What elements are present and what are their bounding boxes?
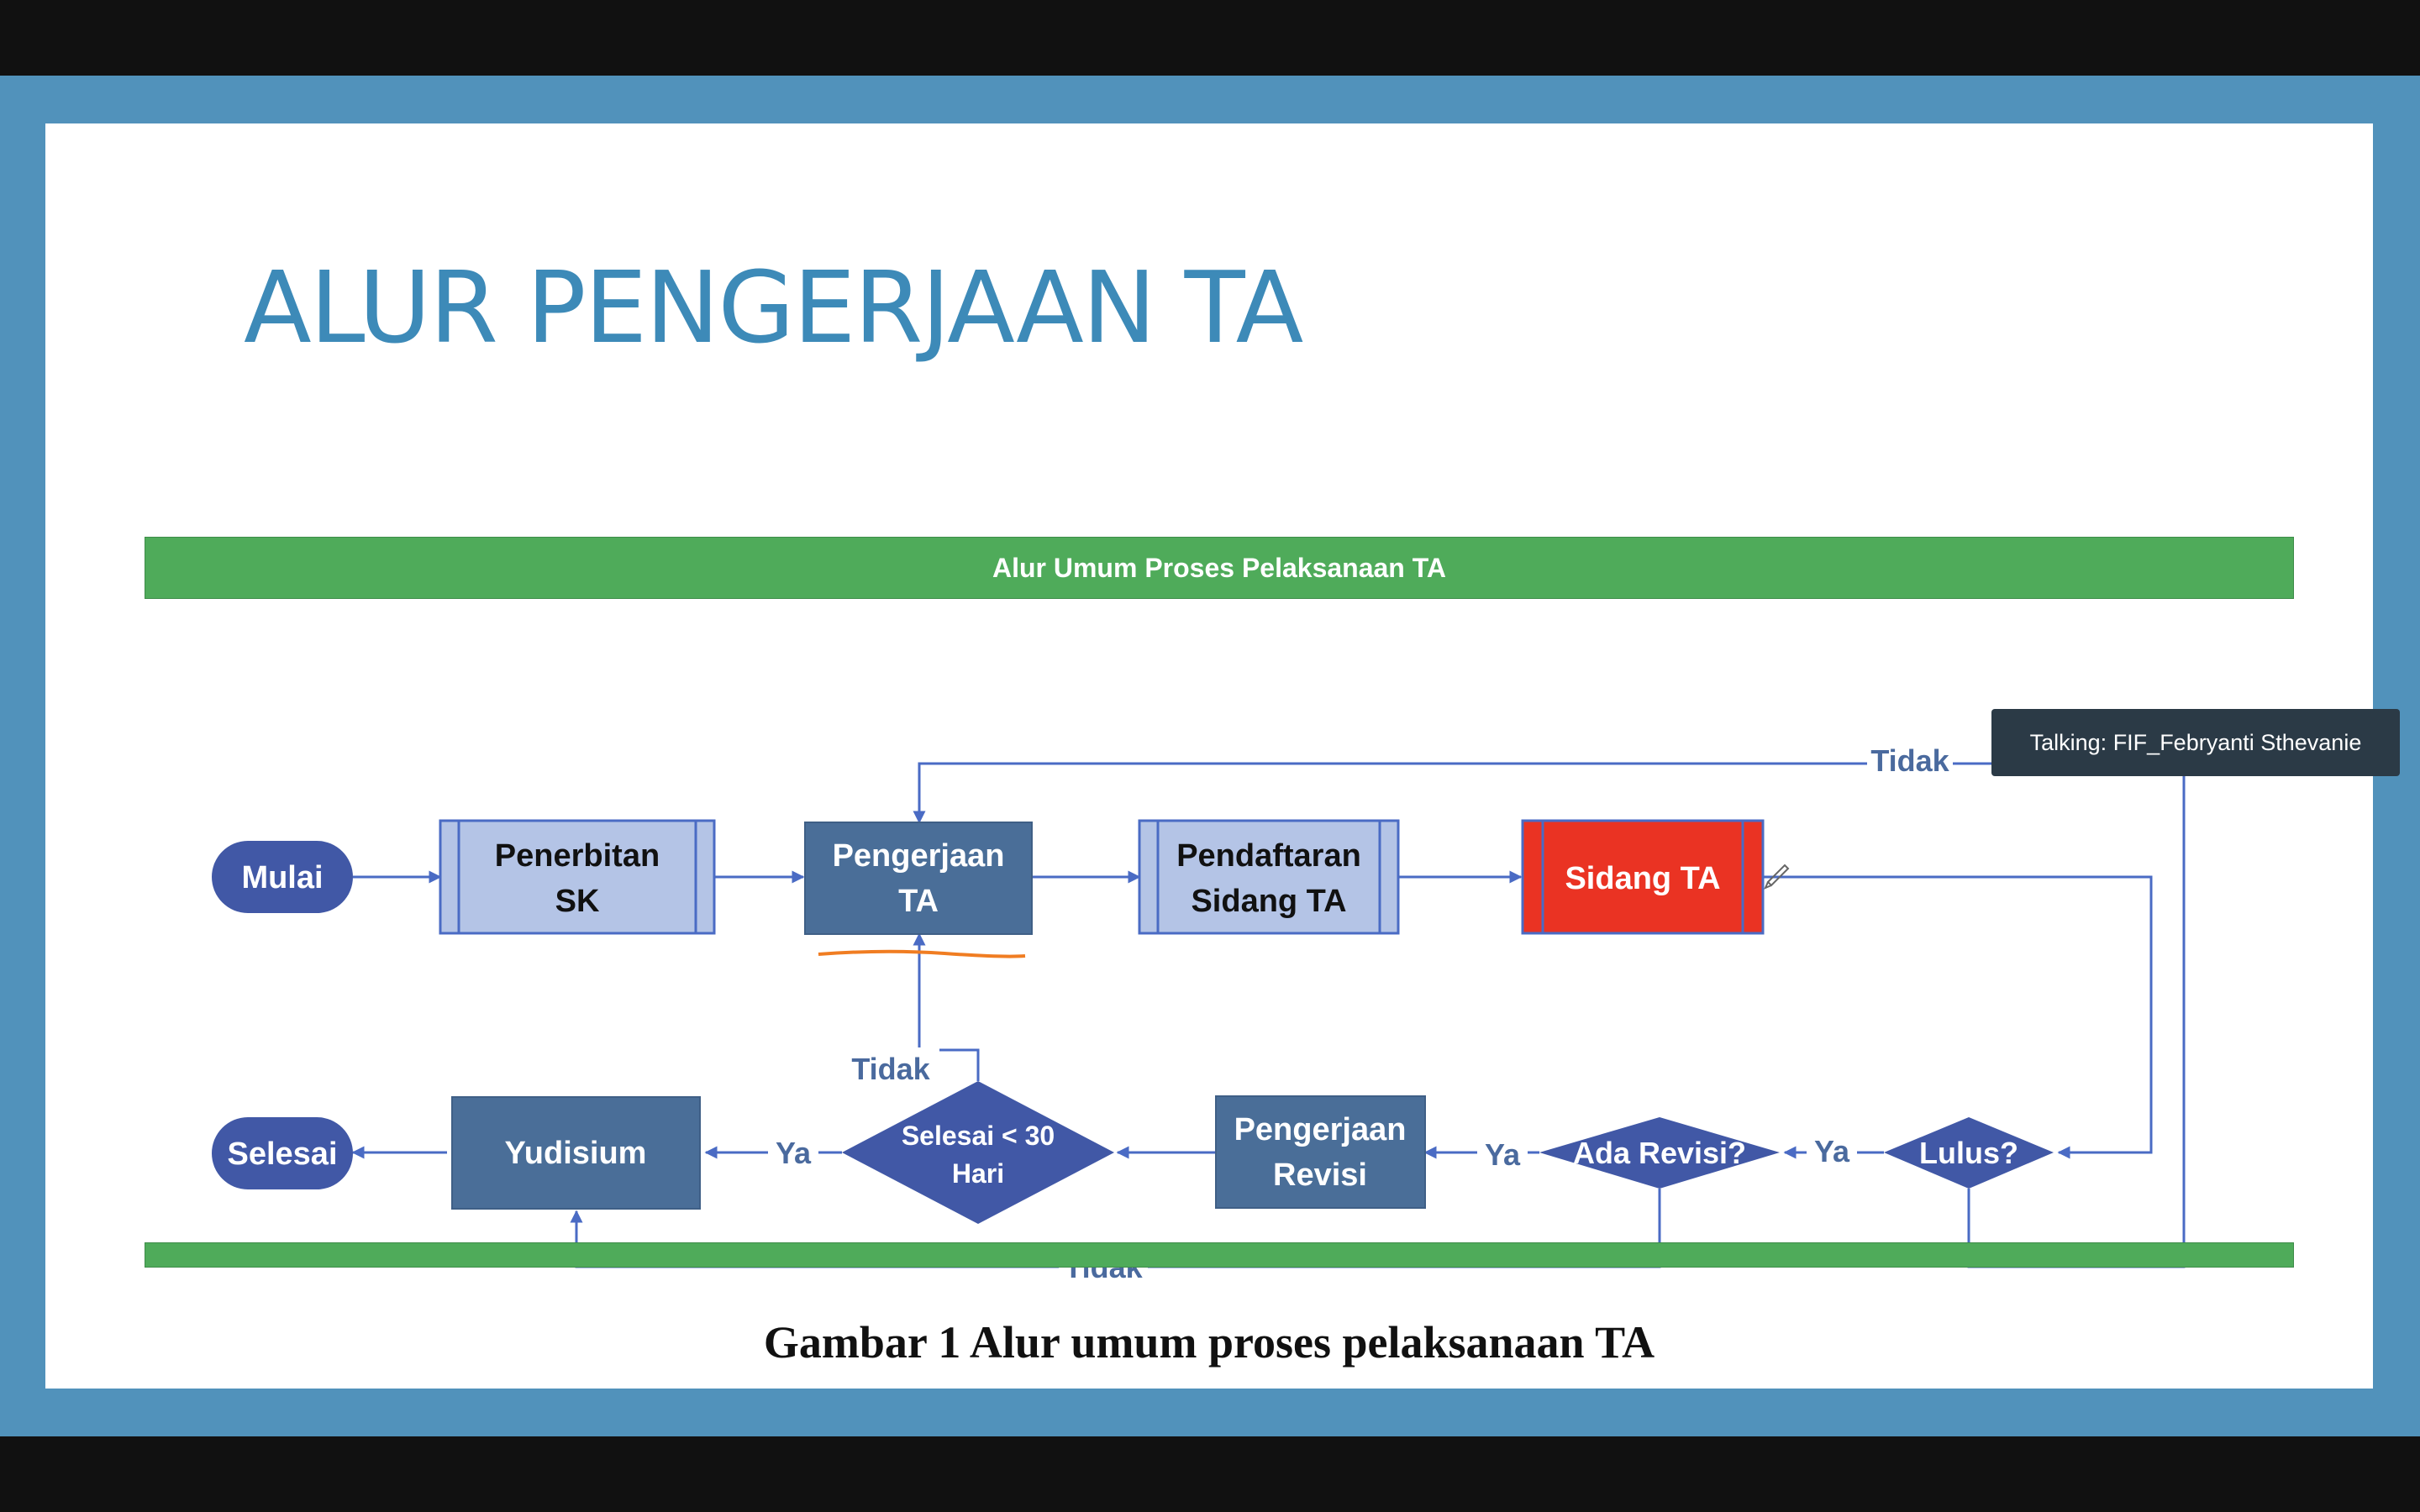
flow-header-bar: Alur Umum Proses Pelaksanaan TA bbox=[145, 537, 2294, 599]
flow-footer-bar bbox=[145, 1242, 2294, 1268]
figure-caption: Gambar 1 Alur umum proses pelaksanaan TA bbox=[763, 1317, 1655, 1368]
node-pengerjaan-revisi: Pengerjaan Revisi bbox=[1215, 1095, 1426, 1209]
node-pendaftaran-sidang: Pendaftaran Sidang TA bbox=[1138, 819, 1400, 935]
node-pengerjaan-revisi-label-1: Pengerjaan bbox=[1234, 1112, 1407, 1147]
arrow-sidang-lulus bbox=[1764, 875, 2153, 1159]
node-penerbitan-sk: Penerbitan SK bbox=[439, 819, 716, 935]
label-ya-selesai: Ya bbox=[776, 1136, 812, 1170]
node-sidang-ta: Sidang TA bbox=[1521, 819, 1765, 935]
node-pengerjaan-ta: Pengerjaan TA bbox=[804, 822, 1033, 935]
node-lulus: Lulus? bbox=[1884, 1117, 2054, 1189]
node-yudisium: Yudisium bbox=[451, 1096, 701, 1210]
node-sidang-ta-label: Sidang TA bbox=[1565, 861, 1720, 896]
node-penerbitan-label-1: Penerbitan bbox=[495, 838, 660, 874]
slide-title: ALUR PENGERJAAN TA bbox=[244, 249, 1303, 365]
slide: ALUR PENGERJAAN TA Alur Umum Proses Pela… bbox=[45, 123, 2373, 1389]
node-ada-revisi-label: Ada Revisi? bbox=[1573, 1136, 1746, 1170]
arrow-selesai30-tidak-pengerjaan bbox=[913, 932, 980, 1081]
node-pendaftaran-label-1: Pendaftaran bbox=[1176, 838, 1361, 874]
label-ya-revisi: Ya bbox=[1485, 1137, 1521, 1172]
talking-indicator: Talking: FIF_Febryanti Sthevanie bbox=[1991, 709, 2400, 776]
label-ya-lulus: Ya bbox=[1814, 1134, 1850, 1168]
node-yudisium-label: Yudisium bbox=[505, 1136, 647, 1171]
node-pengerjaan-ta-label-1: Pengerjaan bbox=[833, 838, 1005, 874]
node-penerbitan-label-2: SK bbox=[555, 884, 600, 919]
node-selesai-label: Selesai bbox=[228, 1137, 338, 1172]
node-lulus-label: Lulus? bbox=[1919, 1136, 2018, 1170]
node-mulai-label: Mulai bbox=[241, 860, 323, 895]
pen-cursor-icon bbox=[1764, 864, 1790, 890]
node-selesai: Selesai bbox=[212, 1117, 353, 1189]
node-ada-revisi: Ada Revisi? bbox=[1539, 1117, 1780, 1189]
annotation-underline bbox=[818, 949, 1026, 958]
node-mulai: Mulai bbox=[212, 841, 353, 913]
node-pengerjaan-revisi-label-2: Revisi bbox=[1273, 1158, 1367, 1193]
node-selesai30-label-2: Hari bbox=[952, 1158, 1004, 1189]
node-selesai-30-hari: Selesai < 30 Hari bbox=[842, 1081, 1114, 1224]
flowchart: Tidak Tidak Tidak Ya Ya Ya Mulai Penerbi… bbox=[212, 742, 2186, 1287]
node-pendaftaran-label-2: Sidang TA bbox=[1191, 884, 1346, 919]
label-tidak-top: Tidak bbox=[1870, 743, 1949, 778]
label-tidak-mid: Tidak bbox=[851, 1052, 930, 1086]
node-pengerjaan-ta-label-2: TA bbox=[898, 884, 939, 919]
node-selesai30-label-1: Selesai < 30 bbox=[902, 1121, 1055, 1151]
